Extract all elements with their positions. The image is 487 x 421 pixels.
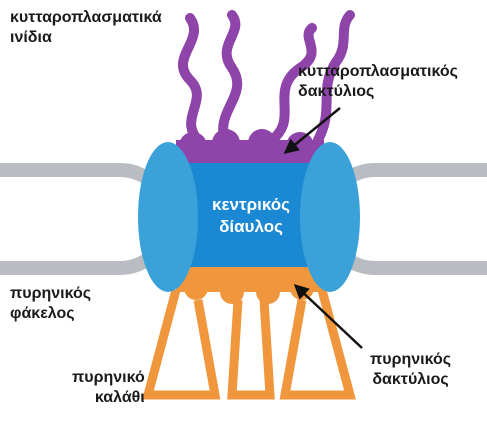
label-line: δίαυλος (176, 216, 326, 238)
fibril (183, 18, 198, 140)
label-nuclear-basket: πυρηνικό καλάθι (72, 368, 145, 408)
label-line: πυρηνικός (10, 284, 91, 304)
label-nuclear-envelope: πυρηνικός φάκελος (10, 284, 91, 324)
label-line: ινίδια (10, 28, 162, 48)
nuclear-ring (176, 266, 324, 304)
label-line: φάκελος (10, 304, 91, 324)
nuclear-basket (148, 290, 350, 395)
cytoplasmic-ring (176, 129, 324, 164)
label-line: δακτύλιος (298, 82, 458, 102)
label-line: πυρηνικός (370, 350, 451, 370)
label-nuclear-ring: πυρηνικός δακτύλιος (370, 350, 451, 390)
label-line: πυρηνικό (72, 368, 145, 388)
fibril (223, 15, 237, 140)
label-line: καλάθι (72, 388, 145, 408)
label-cytoplasmic-fibrils: κυτταροπλασματικά ινίδια (10, 8, 162, 48)
label-central-channel: κεντρικός δίαυλος (176, 194, 326, 238)
label-line: κυτταροπλασματικός (298, 62, 458, 82)
arrow-nuclear-ring (296, 286, 362, 348)
label-line: κυτταροπλασματικά (10, 8, 162, 28)
label-line: κεντρικός (176, 194, 326, 216)
label-cytoplasmic-ring: κυτταροπλασματικός δακτύλιος (298, 62, 458, 102)
label-line: δακτύλιος (370, 370, 451, 390)
